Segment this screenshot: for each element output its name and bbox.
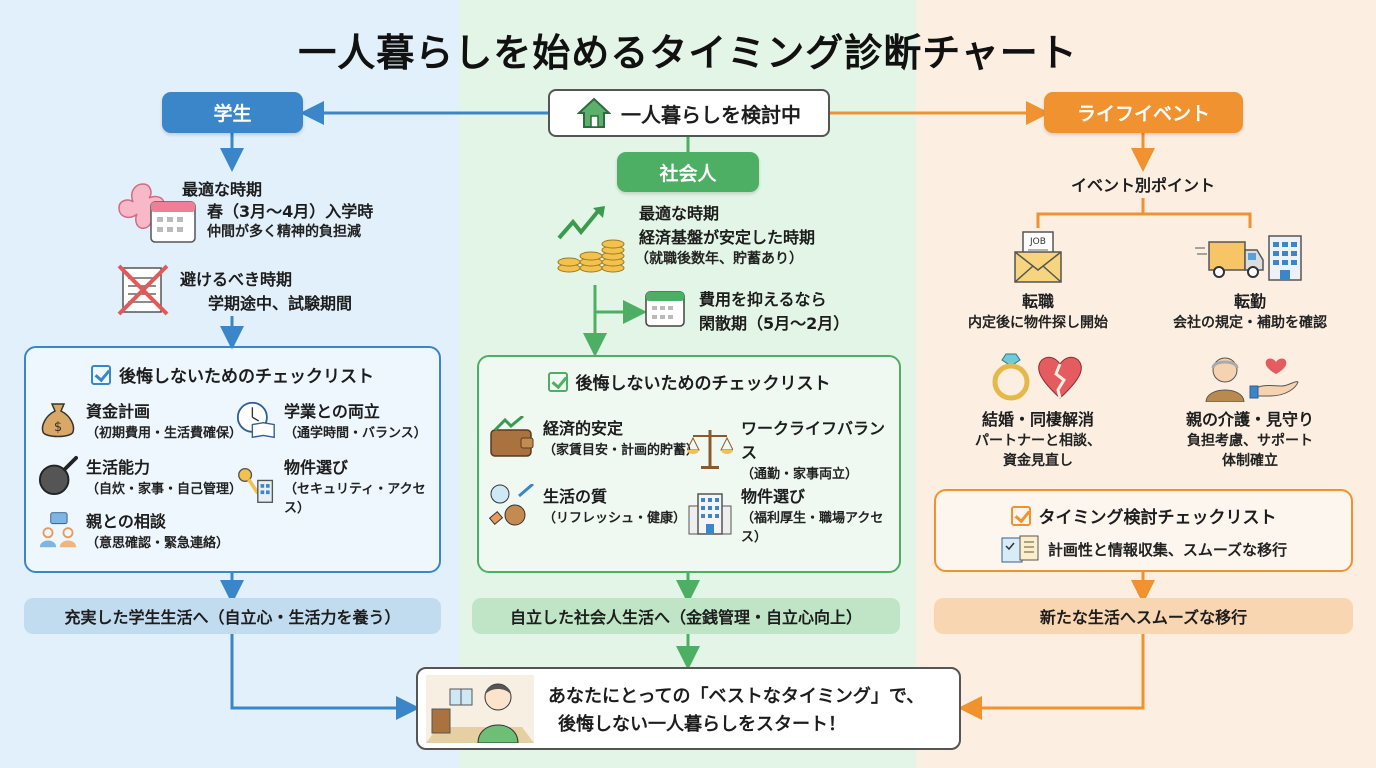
start-node[interactable]: 一人暮らしを検討中 — [548, 89, 830, 137]
final-line2: 後悔しない一人暮らしをスタート！ — [558, 714, 846, 735]
plan-documents-icon — [1001, 535, 1039, 563]
branch-student[interactable]: 学生 — [162, 92, 303, 133]
cherry-blossom-icon — [118, 183, 165, 229]
person-room-icon — [426, 675, 534, 743]
avoid-time-line1: 学期途中、試験期間 — [208, 294, 353, 313]
best-time-line1: 経済基盤が安定した時期 — [639, 228, 816, 247]
event-item: 転勤 会社の規定・補助を確認 — [1150, 232, 1350, 332]
calendar-icon — [150, 201, 196, 243]
final-line1: あなたにとっての「ベストなタイミング」で、 — [548, 686, 925, 707]
svg-text:$: $ — [54, 420, 62, 435]
event-title: 転勤 — [1233, 292, 1266, 311]
event-title: 結婚・同棲解消 — [981, 410, 1094, 429]
people-chat-icon — [38, 510, 78, 550]
best-time-line2: 仲間が多く精神的負担減 — [207, 224, 361, 240]
checkbox-icon — [547, 371, 568, 392]
event-title: 親の介護・見守り — [1185, 410, 1314, 429]
checklist-item: 親との相談（意思確認・緊急連絡） — [38, 508, 229, 551]
life-event-checklist: タイミング検討チェックリスト 計画性と情報収集、スムーズな移行 — [934, 489, 1353, 572]
event-item: 親の介護・見守り 負担考慮、サポート 体制確立 — [1150, 352, 1350, 470]
ring-broken-heart-icon — [992, 353, 1082, 401]
lifestyle-icon — [489, 483, 535, 525]
checklist-item: 物件選び（福利厚生・職場アクセス） — [687, 483, 899, 545]
event-detail-2: 体制確立 — [1222, 453, 1278, 469]
event-detail-2: 資金見直し — [1003, 453, 1073, 469]
key-building-icon — [236, 465, 276, 505]
checklist-item: ワークライフバランス（通勤・家事両立） — [687, 415, 899, 482]
truck-building-icon — [1195, 235, 1302, 281]
worker-result: 自立した社会人生活へ（金銭管理・自立心向上） — [472, 598, 900, 634]
event-points-heading: イベント別ポイント — [1070, 176, 1215, 195]
final-message-box: あなたにとっての「ベストなタイミング」で、 後悔しない一人暮らしをスタート！ — [416, 667, 961, 750]
svg-text:JOB: JOB — [1029, 237, 1046, 247]
event-item: JOB 転職 内定後に物件探し開始 — [938, 228, 1138, 332]
checklist-item: 学業との両立（通学時間・バランス） — [236, 398, 427, 441]
crossed-document-icon — [117, 264, 169, 316]
checklist-title: 後悔しないためのチェックリスト — [119, 367, 374, 387]
checkbox-icon — [1010, 505, 1031, 526]
branch-life-event[interactable]: ライフイベント — [1044, 92, 1243, 133]
checklist-item: 生活能力（自炊・家事・自己管理） — [38, 454, 242, 497]
student-result: 充実した学生生活へ（自立心・生活力を養う） — [24, 598, 441, 634]
worker-checklist: 後悔しないためのチェックリスト 経済的安定（家賃目安・計画的貯蓄） ワークライフ… — [477, 355, 901, 573]
checklist-item: 物件選び（セキュリティ・アクセス） — [236, 454, 439, 516]
page-title: 一人暮らしを始めるタイミング診断チャート — [298, 31, 1078, 75]
wallet-growth-icon — [489, 415, 535, 457]
checkbox-icon — [91, 364, 111, 385]
coins-growth-icon — [557, 206, 625, 273]
checklist-item: 経済的安定（家賃目安・計画的貯蓄） — [489, 415, 699, 458]
avoid-time-heading: 避けるべき時期 — [180, 270, 293, 289]
student-checklist: 後悔しないためのチェックリスト $ 資金計画（初期費用・生活費確保） 学業との両… — [24, 346, 441, 573]
cost-saving-line2: 閑散期（5月〜2月） — [699, 314, 850, 333]
best-time-heading: 最適な時期 — [639, 204, 720, 223]
office-building-icon — [687, 493, 733, 535]
best-time-line2: （就職後数年、貯蓄あり） — [635, 251, 803, 267]
event-title: 転職 — [1021, 292, 1054, 311]
calendar-icon — [645, 291, 685, 327]
event-detail: 負担考慮、サポート — [1187, 433, 1313, 449]
branch-worker[interactable]: 社会人 — [617, 152, 759, 192]
event-item: 結婚・同棲解消 パートナーと相談、 資金見直し — [938, 352, 1138, 470]
checklist-item: $ 資金計画（初期費用・生活費確保） — [38, 398, 242, 441]
money-bag-icon: $ — [38, 400, 78, 440]
cost-saving-line1: 費用を抑えるなら — [699, 290, 827, 309]
checklist-item: 生活の質（リフレッシュ・健康） — [489, 483, 686, 526]
elder-care-icon — [1205, 357, 1299, 403]
best-time-line1: 春（3月〜4月）入学時 — [207, 202, 374, 221]
checklist-item: 計画性と情報収集、スムーズな移行 — [1047, 540, 1288, 559]
event-detail: パートナーと相談、 — [975, 433, 1101, 449]
best-time-heading: 最適な時期 — [182, 180, 263, 199]
clock-book-icon — [236, 400, 276, 440]
event-detail: 内定後に物件探し開始 — [968, 315, 1108, 331]
scales-icon — [687, 429, 733, 469]
start-node-label: 一人暮らしを検討中 — [621, 102, 801, 127]
frying-pan-icon — [38, 455, 78, 496]
house-icon — [577, 97, 611, 128]
life-event-result: 新たな生活へスムーズな移行 — [934, 598, 1353, 634]
event-detail: 会社の規定・補助を確認 — [1173, 315, 1327, 331]
checklist-title: タイミング検討チェックリスト — [1038, 508, 1277, 528]
job-envelope-icon: JOB — [1014, 231, 1062, 283]
checklist-title: 後悔しないためのチェックリスト — [575, 374, 831, 394]
